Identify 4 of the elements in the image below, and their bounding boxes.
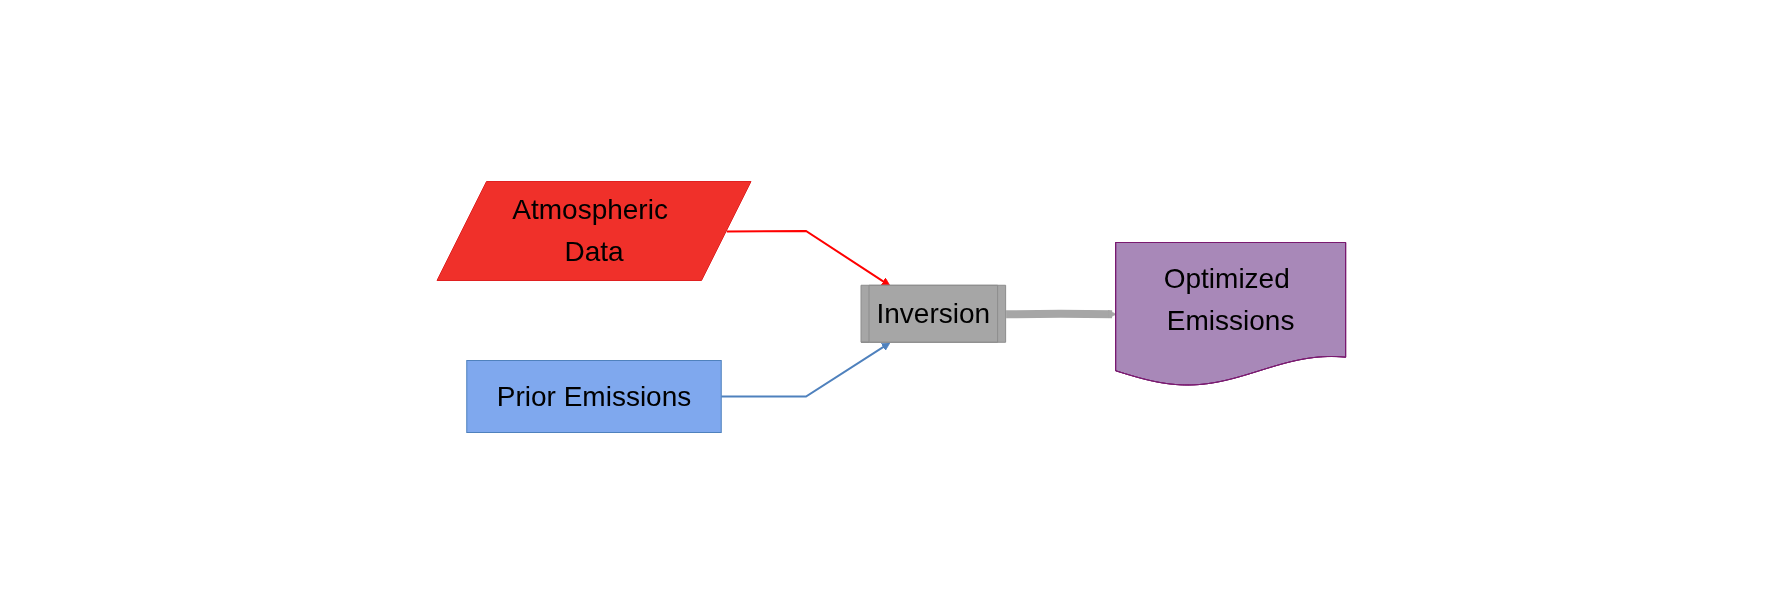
node-box: Prior Emissions — [466, 360, 722, 433]
arrow — [725, 230, 891, 287]
arrow — [720, 342, 891, 398]
arrow — [1006, 309, 1117, 319]
